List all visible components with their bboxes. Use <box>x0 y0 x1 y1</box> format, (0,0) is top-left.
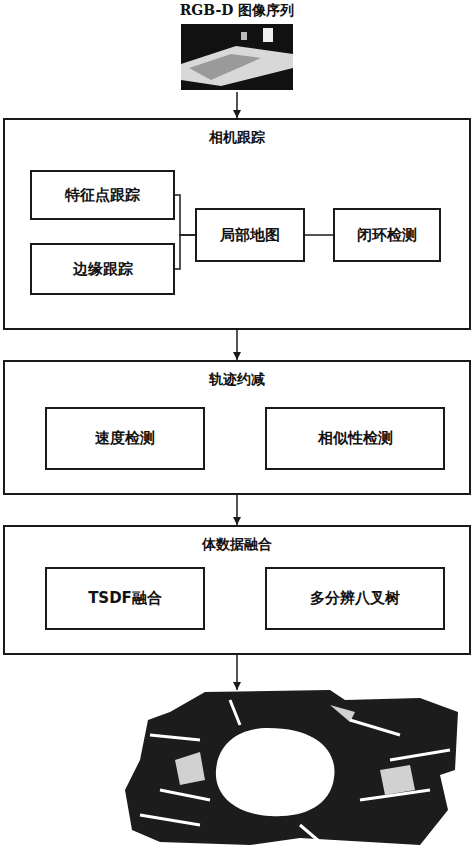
stage-group-box: 体数据融合 TSDF融合 多分辨八叉树 <box>3 525 471 655</box>
node-label: 边缘跟踪 <box>73 260 133 279</box>
process-box: 边缘跟踪 <box>30 243 175 295</box>
node-label: 轨迹约减 <box>5 371 469 389</box>
connector-line <box>175 235 195 269</box>
process-box: TSDF融合 <box>45 567 205 630</box>
rgbd-image-thumbnail <box>181 24 293 90</box>
stage-group-box: 相机跟踪特征点跟踪边缘跟踪 局部地图 闭环检测 <box>3 118 471 330</box>
node-label: 多分辨八叉树 <box>310 589 400 608</box>
connector-line <box>305 234 333 236</box>
process-box: 特征点跟踪 <box>30 170 175 220</box>
process-box: 闭环检测 <box>333 208 441 262</box>
node-label: RGB-D 图像序列 <box>175 2 299 20</box>
node-label: 局部地图 <box>220 226 280 245</box>
node-label: 体数据融合 <box>5 536 469 554</box>
flow-arrow <box>236 495 238 525</box>
flow-arrow <box>236 92 238 118</box>
node-label: 闭环检测 <box>357 226 417 245</box>
process-box: 速度检测 <box>45 407 205 470</box>
connector-line <box>175 195 195 235</box>
reconstruction-model <box>125 690 458 845</box>
node-label: 速度检测 <box>95 429 155 448</box>
node-label: 相似性检测 <box>318 429 393 448</box>
process-box: 相似性检测 <box>265 407 445 470</box>
process-box: 多分辨八叉树 <box>265 567 445 630</box>
output-arrow <box>236 655 238 690</box>
process-box: 局部地图 <box>195 208 305 262</box>
node-label: 特征点跟踪 <box>65 186 140 205</box>
input-image-node: RGB-D 图像序列 <box>175 2 299 92</box>
flow-arrow <box>236 330 238 360</box>
node-label: TSDF融合 <box>88 589 162 608</box>
stage-group-box: 轨迹约减速度检测 相似性检测 <box>3 360 471 495</box>
node-label: 相机跟踪 <box>5 129 469 147</box>
